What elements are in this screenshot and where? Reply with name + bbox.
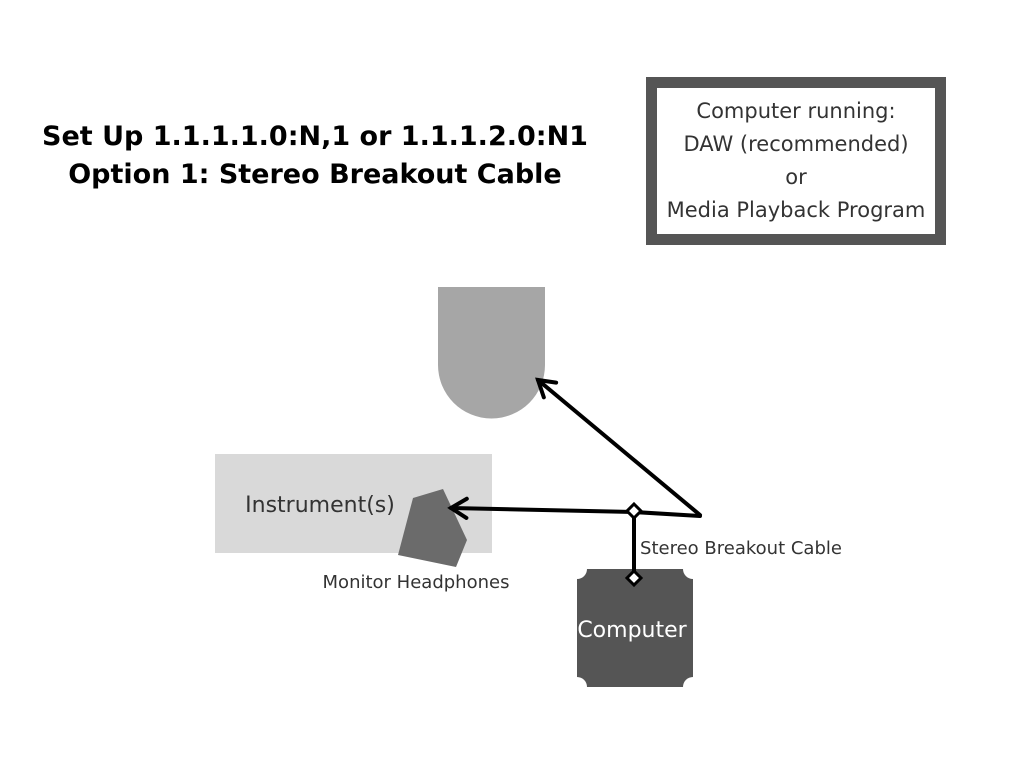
computer-shape [577,569,693,687]
info-line-3: or [785,165,807,189]
diagram-title: Set Up 1.1.1.1.0:N,1 or 1.1.1.2.0:N1 Opt… [30,118,600,194]
computer-info-text: Computer running: DAW (recommended) or M… [657,88,935,234]
cable-to-speaker [535,377,702,517]
speaker-shape [438,287,545,419]
computer-label: Computer [577,618,687,643]
info-line-1: Computer running: [696,99,896,123]
computer-connector [624,568,644,588]
split-connector [624,501,644,521]
computer-info-box: Computer running: DAW (recommended) or M… [646,77,946,245]
instrument-label: Instrument(s) [245,493,395,518]
cable-label: Stereo Breakout Cable [640,538,842,559]
title-line-1: Set Up 1.1.1.1.0:N,1 or 1.1.1.2.0:N1 [42,121,588,152]
headphones-label: Monitor Headphones [323,572,510,593]
info-line-4: Media Playback Program [666,198,926,222]
info-line-2: DAW (recommended) [683,132,909,156]
title-line-2: Option 1: Stereo Breakout Cable [68,159,562,190]
